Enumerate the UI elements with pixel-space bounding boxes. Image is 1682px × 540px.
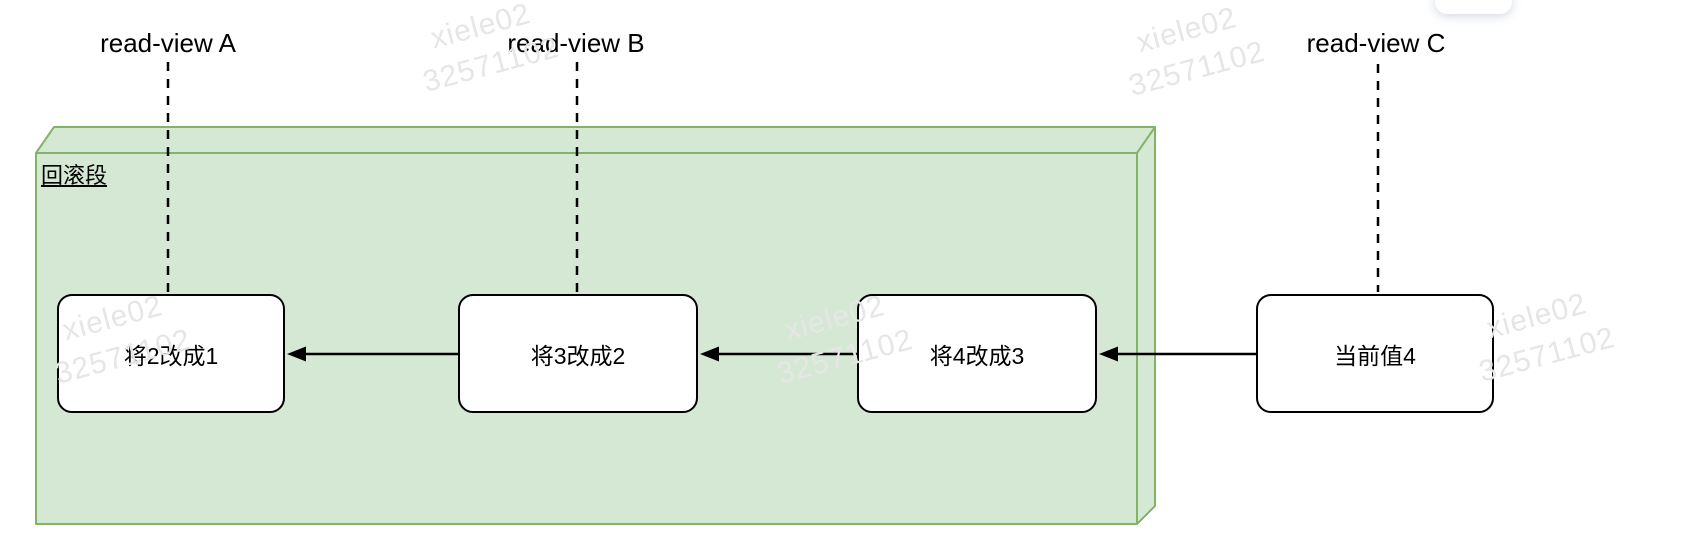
read-view-b-label: read-view B xyxy=(507,28,645,58)
arrowhead-left-icon xyxy=(700,346,719,362)
arrowhead-left-icon xyxy=(1099,346,1118,362)
undo-node-change-4-to-3: 将4改成3 xyxy=(857,294,1097,413)
current-value-node: 当前值4 xyxy=(1256,294,1494,413)
undo-node-change-3-to-2: 将3改成2 xyxy=(458,294,698,413)
read-view-a-label: read-view A xyxy=(100,28,236,58)
floating-button[interactable] xyxy=(1435,0,1512,14)
rollback-segment-label: 回滚段 xyxy=(41,163,108,188)
arrowhead-left-icon xyxy=(287,346,306,362)
read-view-c-label: read-view C xyxy=(1306,28,1446,58)
undo-node-change-2-to-1: 将2改成1 xyxy=(57,294,285,413)
